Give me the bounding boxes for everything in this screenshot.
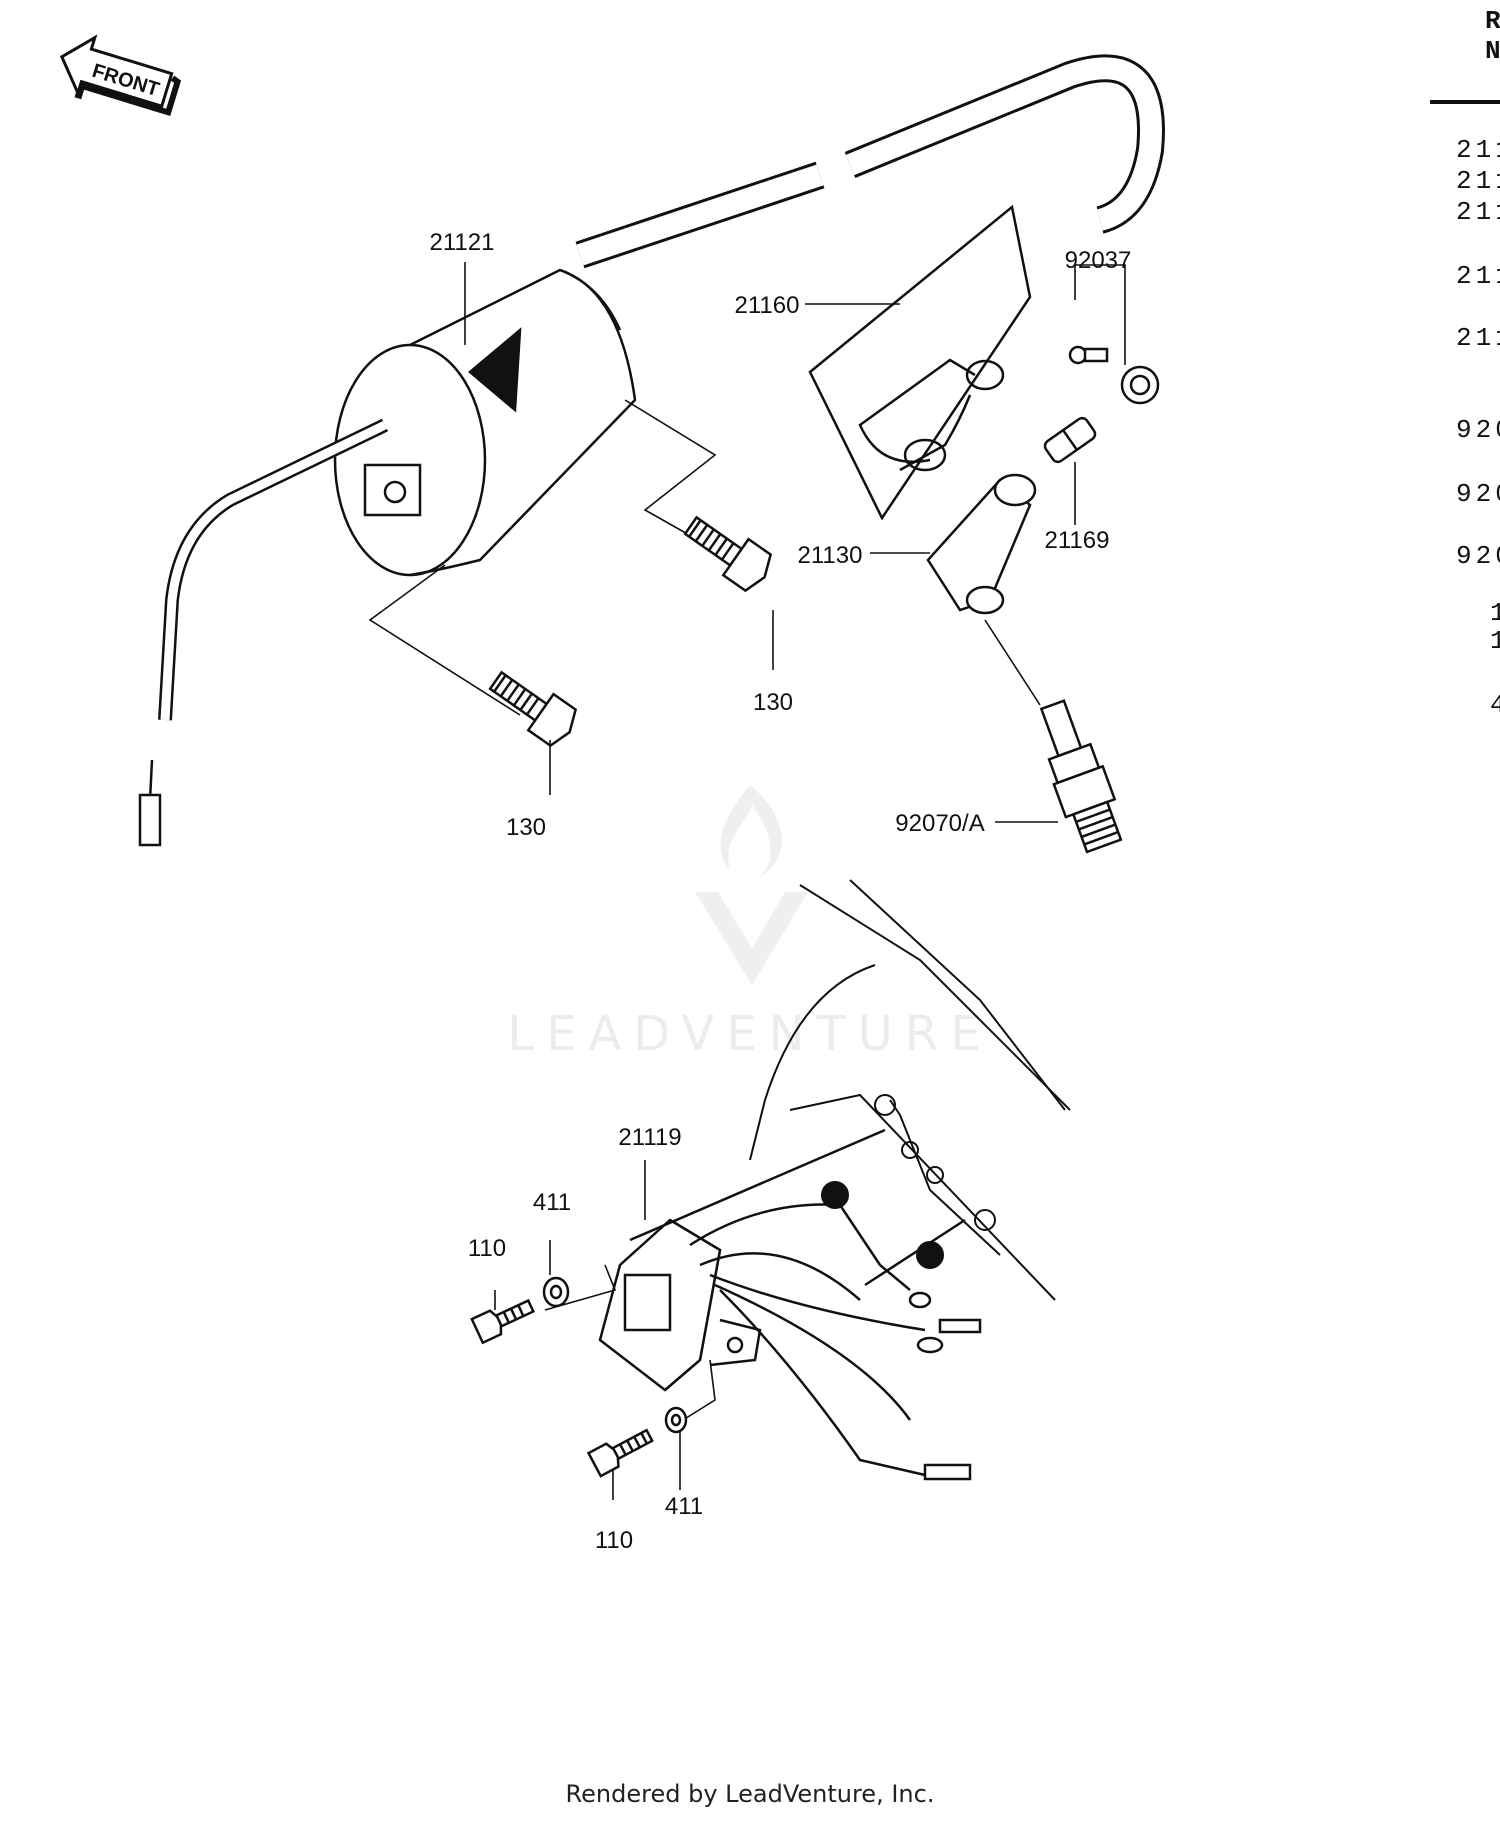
side-row: 211 (1456, 261, 1500, 291)
washer-411-lower (664, 1406, 688, 1434)
side-row: 4 (1490, 690, 1500, 720)
side-row: 920 (1456, 415, 1500, 445)
flame-logo-icon (720, 785, 782, 878)
footer-credit: Rendered by LeadVenture, Inc. (565, 1780, 935, 1808)
side-row: 211 (1456, 166, 1500, 196)
label-411-upper: 411 (533, 1189, 571, 1216)
plug-cap-cover (808, 204, 1032, 521)
side-row: 211 (1456, 323, 1500, 353)
leadventure-watermark: LEADVENTURE (507, 785, 992, 1062)
cdi-wiring (629, 1128, 982, 1481)
bolt-130-upper (683, 515, 773, 593)
washer-411-upper (542, 1276, 570, 1308)
side-row: 1 (1490, 626, 1500, 656)
label-21121: 21121 (430, 229, 495, 256)
cdi-leaders (494, 1160, 716, 1500)
label-21160: 21160 (735, 292, 800, 319)
screw-and-clamp-92037 (1068, 345, 1160, 405)
spark-plug (1039, 699, 1123, 854)
v-logo-icon (695, 892, 808, 985)
label-130-lower: 130 (506, 814, 546, 841)
label-92037: 92037 (1065, 247, 1132, 274)
ignition-coil (138, 54, 1165, 847)
side-row: 211 (1456, 197, 1500, 227)
label-21119: 21119 (618, 1124, 681, 1151)
label-110-upper: 110 (468, 1235, 506, 1262)
side-header-line-2: N (1485, 36, 1500, 66)
spark-plug-cap (926, 473, 1037, 615)
side-parts-table: R N 211 211 211 211 211 920 920 920 1 1 … (1430, 6, 1500, 720)
label-110-lower: 110 (595, 1527, 633, 1554)
front-arrow: FRONT (59, 34, 182, 117)
bolt-110-lower (586, 1428, 654, 1478)
label-411-lower: 411 (665, 1493, 703, 1520)
label-130-upper: 130 (753, 689, 793, 716)
side-row: 1 (1490, 598, 1500, 628)
connector-21169 (1043, 416, 1097, 464)
label-21169: 21169 (1045, 527, 1110, 554)
watermark-text: LEADVENTURE (507, 1006, 992, 1062)
label-92070-a: 92070/A (895, 810, 984, 837)
side-row: 920 (1456, 541, 1500, 571)
label-21130: 21130 (798, 542, 863, 569)
bolt-130-lower (488, 670, 578, 748)
frame-outline (749, 879, 1071, 1301)
side-header-line-1: R (1485, 6, 1500, 36)
part-labels: 21121 21160 92037 21169 21130 130 130 92… (430, 229, 1132, 1554)
side-row: 211 (1456, 135, 1500, 165)
side-row: 920 (1456, 479, 1500, 509)
bolt-110-upper (470, 1298, 535, 1345)
